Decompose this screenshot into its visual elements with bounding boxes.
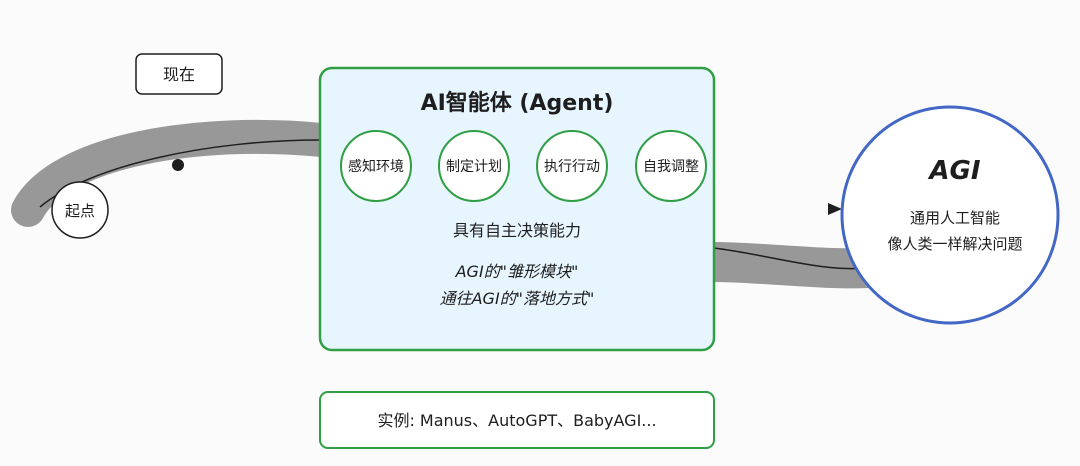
capability-adjust: 自我调整 [635, 130, 707, 202]
agi-line1: 通用人工智能 [910, 209, 1000, 227]
agent-note-line1: AGI的"雏形模块" [455, 262, 579, 281]
road-left [11, 119, 339, 227]
arrow-head-icon [828, 203, 842, 215]
now-label: 现在 [163, 65, 195, 84]
agent-summary: 具有自主决策能力 [453, 221, 581, 240]
capability-plan: 制定计划 [438, 130, 510, 202]
road-right-centerline [713, 247, 869, 270]
start-label: 起点 [65, 202, 95, 220]
agent-box [318, 66, 716, 352]
agent-title: AI智能体 (Agent) [421, 90, 614, 116]
examples-text: 实例: Manus、AutoGPT、BabyAGI... [377, 411, 656, 430]
capability-label: 制定计划 [446, 159, 502, 175]
agi-node [840, 105, 1060, 325]
capability-perceive: 感知环境 [340, 130, 412, 202]
start-node [51, 181, 109, 239]
capability-label: 执行行动 [544, 159, 600, 175]
capability-label: 感知环境 [348, 158, 404, 175]
capability-label: 自我调整 [643, 159, 699, 175]
agi-line2: 像人类一样解决问题 [887, 235, 1022, 253]
road-right [711, 242, 869, 289]
examples-box [319, 391, 715, 449]
agi-title: AGI [927, 156, 980, 186]
agent-note-line2: 通往AGI的"落地方式" [440, 289, 595, 308]
now-label-box [135, 53, 223, 95]
road-marker-dot [172, 159, 184, 171]
capability-act: 执行行动 [536, 130, 608, 202]
